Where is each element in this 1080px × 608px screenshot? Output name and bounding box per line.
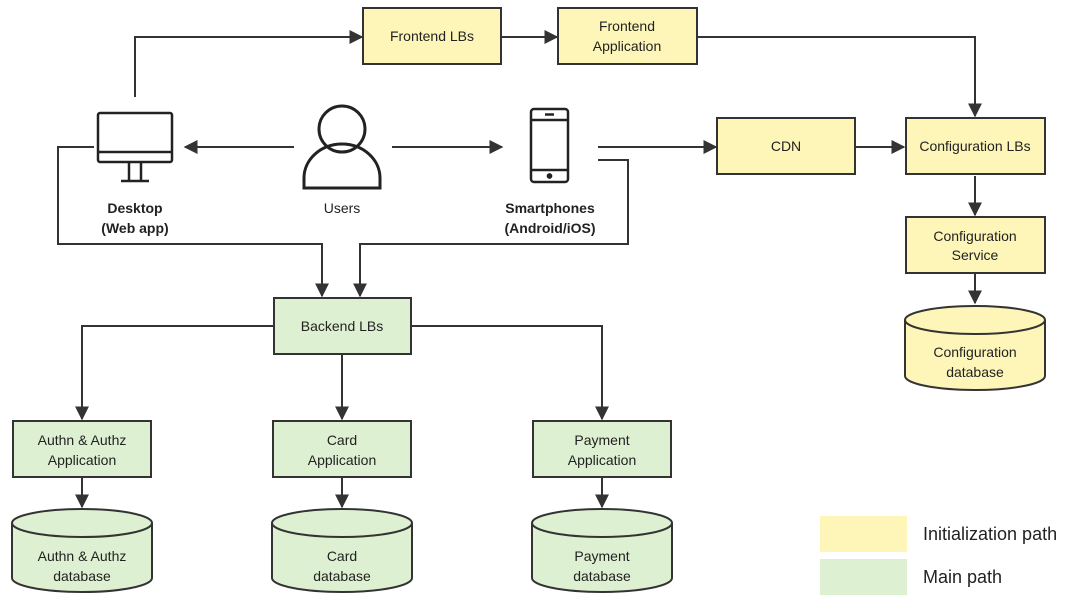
- payment-app-label-line2: Application: [568, 452, 637, 468]
- smartphones-label-line1: Smartphones: [505, 200, 595, 216]
- smartphones-label-line2: (Android/iOS): [505, 220, 596, 236]
- users-label: Users: [324, 200, 361, 216]
- node-smartphones: Smartphones (Android/iOS): [505, 107, 596, 236]
- node-cdn: CDN: [716, 117, 856, 175]
- edge-backend-lbs-to-payment-app: [411, 325, 609, 421]
- payment-db-label-line1: Payment: [574, 548, 629, 564]
- authn-app-label-line2: Application: [48, 452, 117, 468]
- legend-main-label: Main path: [923, 567, 1002, 587]
- legend-initialization-swatch: [820, 516, 907, 552]
- cdn-label: CDN: [771, 138, 801, 154]
- node-desktop: Desktop (Web app): [96, 111, 174, 236]
- edge-frontend-app-to-config-lbs: [698, 36, 982, 118]
- edge-desktop-to-backend-lbs: [57, 146, 329, 298]
- node-authn-database: Authn & Authz database: [11, 508, 153, 593]
- smartphone-icon: [529, 107, 570, 184]
- card-app-label-line1: Card: [327, 432, 357, 448]
- node-backend-lbs: Backend LBs: [273, 297, 412, 355]
- desktop-label-line2: (Web app): [101, 220, 168, 236]
- config-service-label-line2: Service: [952, 247, 999, 263]
- legend-initialization-label: Initialization path: [923, 524, 1057, 544]
- legend-main-swatch: [820, 559, 907, 595]
- config-db-label-line1: Configuration: [933, 344, 1016, 360]
- node-payment-database: Payment database: [531, 508, 673, 593]
- frontend-app-label-line1: Frontend: [599, 18, 655, 34]
- node-users: Users: [302, 104, 382, 216]
- node-frontend-lbs: Frontend LBs: [362, 7, 502, 65]
- authn-app-label-line1: Authn & Authz: [38, 432, 127, 448]
- node-configuration-database: Configuration database: [904, 305, 1046, 391]
- desktop-label-line1: Desktop: [107, 200, 162, 216]
- authn-db-label-line2: database: [53, 568, 111, 584]
- frontend-lbs-label: Frontend LBs: [390, 28, 474, 44]
- user-icon: [302, 104, 382, 190]
- config-db-label-line2: database: [946, 364, 1004, 380]
- card-db-label-line1: Card: [327, 548, 357, 564]
- node-card-application: Card Application: [272, 420, 412, 478]
- edges: [57, 30, 982, 509]
- backend-lbs-label: Backend LBs: [301, 318, 384, 334]
- node-configuration-service: Configuration Service: [905, 216, 1046, 274]
- edge-desktop-to-frontend-lbs: [134, 30, 364, 97]
- edge-smartphones-to-backend-lbs: [353, 159, 629, 298]
- node-card-database: Card database: [271, 508, 413, 593]
- payment-app-label-line1: Payment: [574, 432, 629, 448]
- node-configuration-lbs: Configuration LBs: [905, 117, 1046, 175]
- card-db-label-line2: database: [313, 568, 371, 584]
- node-frontend-application: Frontend Application: [557, 7, 698, 65]
- edge-backend-lbs-to-authn-app: [75, 325, 273, 421]
- node-authn-application: Authn & Authz Application: [12, 420, 152, 478]
- authn-db-label-line1: Authn & Authz: [38, 548, 127, 564]
- card-app-label-line2: Application: [308, 452, 377, 468]
- payment-db-label-line2: database: [573, 568, 631, 584]
- config-service-label-line1: Configuration: [933, 228, 1016, 244]
- frontend-app-label-line2: Application: [593, 38, 662, 54]
- config-lbs-label: Configuration LBs: [919, 138, 1030, 154]
- node-payment-application: Payment Application: [532, 420, 672, 478]
- legend: Initialization path Main path: [820, 516, 1057, 595]
- desktop-monitor-icon: [96, 111, 174, 183]
